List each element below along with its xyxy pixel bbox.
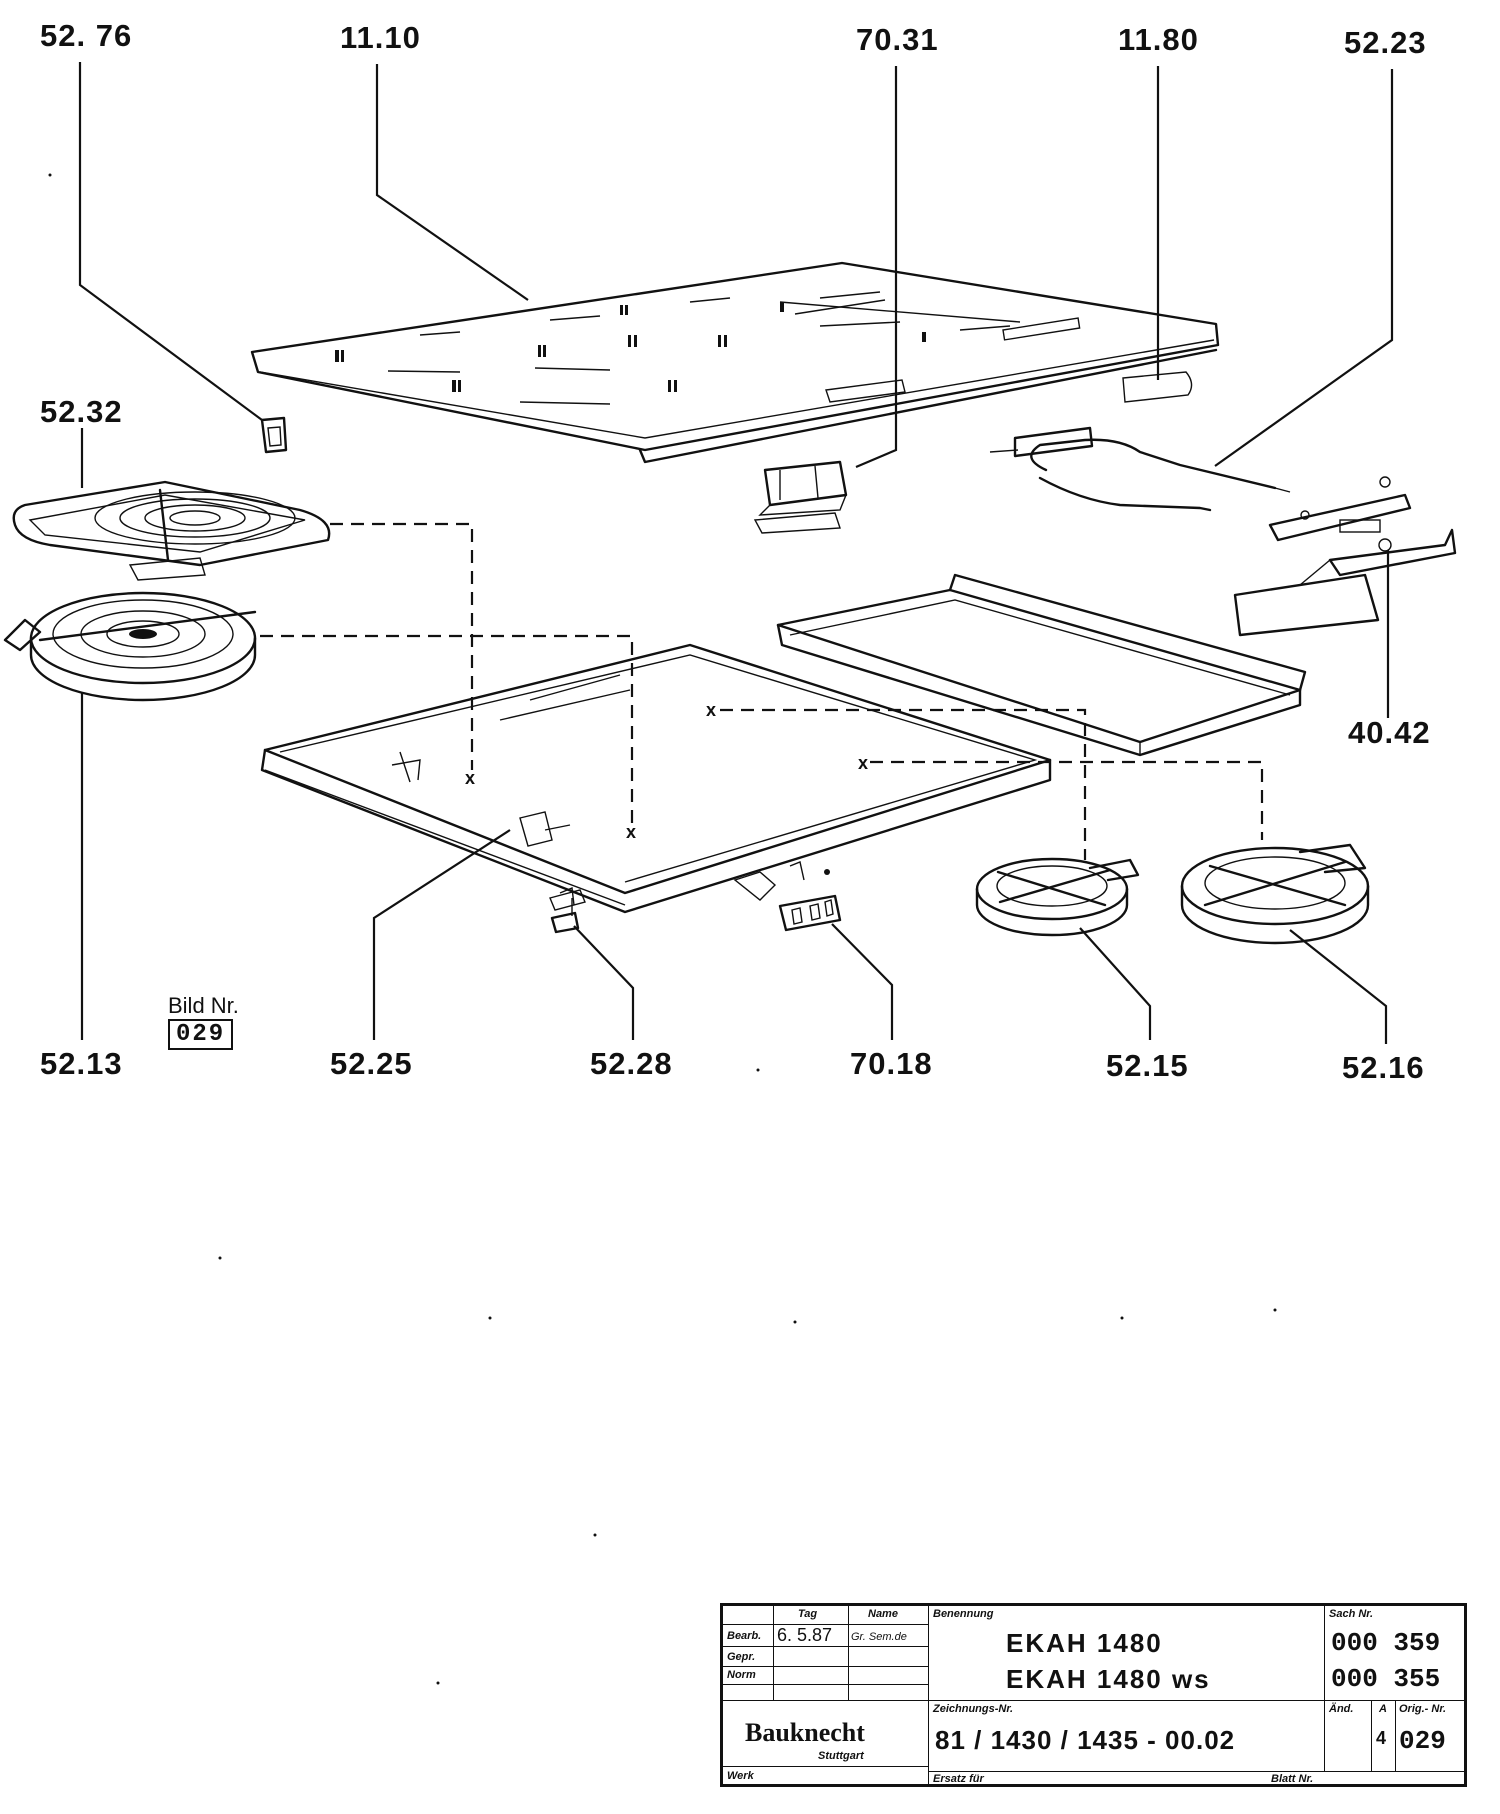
label-52-23: 52.23 xyxy=(1344,25,1427,60)
assembly-x-marks: x x x x xyxy=(465,700,868,842)
tb-brand-city: Stuttgart xyxy=(818,1750,864,1762)
tb-benennung-label: Benennung xyxy=(933,1608,994,1620)
heating-element xyxy=(989,426,1291,512)
label-11-10: 11.10 xyxy=(340,20,421,55)
svg-text:x: x xyxy=(858,753,868,773)
tb-row-gepr: Gepr. xyxy=(727,1651,756,1663)
leader-lines xyxy=(78,62,1394,1044)
label-52-13: 52.13 xyxy=(40,1046,123,1081)
assembly-dashed-lines xyxy=(260,522,1264,860)
tb-sach-label: Sach Nr. xyxy=(1329,1608,1374,1620)
tb-werk-label: Werk xyxy=(727,1770,754,1782)
figure-number: Bild Nr. 029 xyxy=(168,993,246,1050)
tb-model-1: EKAH 1480 xyxy=(1006,1628,1163,1658)
tb-model-2: EKAH 1480 ws xyxy=(1006,1664,1211,1694)
label-70-31: 70.31 xyxy=(856,22,939,57)
tb-brand: Bauknecht xyxy=(745,1718,865,1747)
round-burner-large xyxy=(1180,843,1370,945)
svg-text:x: x xyxy=(706,700,716,720)
figure-number-label: Bild Nr. xyxy=(168,993,239,1018)
tb-ersatz-label: Ersatz für xyxy=(933,1773,984,1785)
figure-number-value: 029 xyxy=(168,1019,234,1050)
tb-zeich-label: Zeichnungs-Nr. xyxy=(933,1703,1014,1715)
svg-text:x: x xyxy=(465,768,475,788)
tb-a-label: A xyxy=(1379,1703,1387,1715)
rear-tray xyxy=(776,573,1307,757)
tb-bearb-date: 6. 5.87 xyxy=(777,1625,833,1645)
label-70-18: 70.18 xyxy=(850,1046,933,1081)
clip-part xyxy=(260,416,288,454)
tb-orig-label: Orig.- Nr. xyxy=(1399,1703,1447,1715)
tb-aend-label: Änd. xyxy=(1329,1703,1354,1715)
tb-blatt-label: Blatt Nr. xyxy=(1271,1773,1314,1785)
round-burner xyxy=(3,591,257,702)
tb-sach-2: 000 355 xyxy=(1331,1664,1441,1694)
label-52-25: 52.25 xyxy=(330,1046,413,1081)
svg-text:x: x xyxy=(626,822,636,842)
tb-sach-1: 000 359 xyxy=(1331,1628,1441,1658)
round-burner-small xyxy=(975,857,1140,937)
scan-specks xyxy=(48,173,1277,1685)
frame-bracket xyxy=(550,898,580,934)
tb-drawing-number: 81 / 1430 / 1435 - 00.02 xyxy=(935,1725,1236,1755)
label-52-32: 52.32 xyxy=(40,394,123,429)
terminal-assembly xyxy=(1233,476,1457,637)
tb-orig-value: 029 xyxy=(1399,1726,1446,1756)
label-11-80: 11.80 xyxy=(1118,22,1199,57)
connector-block xyxy=(753,460,848,534)
glass-ceramic-top xyxy=(250,261,1220,464)
tb-col-name: Name xyxy=(868,1608,898,1620)
label-52-76: 52. 76 xyxy=(40,18,132,53)
clip-cluster xyxy=(778,894,842,932)
tb-row-norm: Norm xyxy=(727,1669,756,1681)
label-40-42: 40.42 xyxy=(1348,715,1431,750)
label-52-16: 52.16 xyxy=(1342,1050,1425,1085)
tb-aend-value: 4 xyxy=(1376,1728,1387,1748)
tb-col-tag: Tag xyxy=(798,1608,818,1620)
tb-row-bearb: Bearb. xyxy=(727,1630,762,1642)
title-block: Tag Name Bearb. Gepr. Norm 6. 5.87 Gr. S… xyxy=(720,1603,1467,1787)
tb-bearb-name: Gr. Sem.de xyxy=(851,1631,907,1643)
label-52-15: 52.15 xyxy=(1106,1048,1189,1083)
label-52-28: 52.28 xyxy=(590,1046,673,1081)
square-burner xyxy=(12,480,331,581)
mounting-frame xyxy=(260,643,1052,914)
